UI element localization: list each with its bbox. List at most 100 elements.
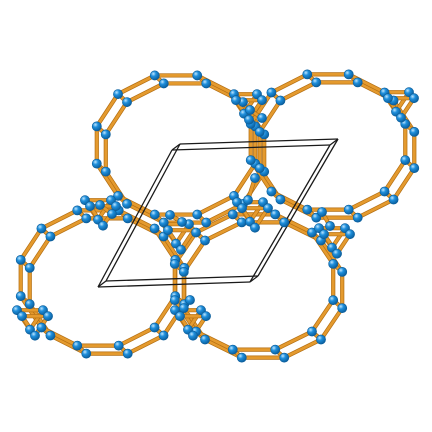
atom	[254, 163, 265, 174]
cell-edge-back	[105, 143, 181, 282]
cell-edge-depth	[97, 280, 107, 288]
atom	[270, 209, 281, 220]
atom	[302, 204, 313, 215]
atom	[191, 227, 201, 238]
atom	[266, 186, 277, 197]
atom	[165, 210, 175, 220]
atom	[379, 186, 390, 197]
atom	[201, 78, 212, 89]
atom	[250, 222, 260, 233]
bond-highlight	[249, 91, 273, 126]
atom	[328, 295, 339, 306]
atom	[227, 209, 238, 220]
atom	[266, 87, 277, 98]
atom	[81, 348, 92, 359]
atom	[200, 334, 210, 345]
atom	[275, 194, 286, 205]
atom	[227, 344, 238, 355]
atom	[169, 295, 180, 306]
bond-highlight	[195, 74, 236, 96]
atom	[257, 95, 267, 106]
atom	[328, 258, 339, 269]
bond-highlight	[319, 306, 344, 341]
atom	[270, 344, 281, 355]
atom	[409, 126, 420, 137]
bond-highlight	[347, 190, 386, 212]
atom	[236, 352, 247, 363]
cell-edge-depth	[171, 143, 181, 151]
bond-highlight	[40, 208, 79, 230]
bond-highlight	[125, 82, 166, 104]
atom	[343, 69, 354, 80]
bond-highlight	[383, 158, 407, 193]
atom	[17, 311, 27, 322]
atom	[192, 70, 203, 81]
atom	[337, 303, 348, 314]
atom	[113, 191, 123, 201]
bond-highlight	[194, 212, 235, 234]
bond-highlight	[258, 99, 282, 134]
atom	[201, 217, 212, 228]
atom	[307, 227, 317, 238]
atom	[319, 229, 329, 240]
bond-highlight	[49, 216, 88, 238]
cell-edge-depth	[249, 275, 259, 283]
bond-highlight	[310, 298, 335, 333]
bond-highlight	[116, 194, 157, 216]
bond-highlight	[310, 231, 335, 266]
bond-highlight	[279, 80, 318, 102]
atom	[149, 209, 160, 220]
atom	[352, 212, 363, 223]
atom	[192, 209, 203, 220]
bond-highlight	[273, 212, 314, 234]
atom	[81, 213, 92, 224]
bond-highlight	[203, 220, 244, 242]
bond-highlight	[270, 190, 309, 212]
atom	[98, 220, 108, 231]
atom	[257, 113, 267, 123]
atom	[149, 322, 160, 333]
atom	[91, 158, 102, 169]
atom	[279, 217, 290, 228]
atom	[279, 352, 290, 363]
bond-highlight	[273, 330, 314, 352]
cell-edge-depth	[329, 138, 339, 146]
bond-highlight	[194, 330, 235, 352]
atom	[36, 322, 47, 333]
bond-highlight	[117, 326, 156, 348]
atom	[36, 223, 47, 234]
atom	[396, 112, 406, 123]
atom	[388, 194, 399, 205]
atom	[100, 129, 111, 140]
atom	[185, 295, 195, 305]
atom	[113, 89, 123, 99]
atom	[343, 204, 354, 215]
cell-edge-front	[97, 281, 251, 288]
atom	[178, 266, 189, 277]
atom	[72, 205, 83, 216]
atom	[307, 326, 317, 337]
cell-edge-back	[257, 138, 339, 277]
atom	[236, 217, 247, 228]
atom	[15, 291, 26, 302]
atom	[231, 95, 241, 106]
bond-highlight	[28, 235, 52, 270]
atom	[400, 155, 411, 166]
cell-edge-back	[179, 138, 339, 145]
atom	[175, 311, 185, 322]
atom	[409, 163, 420, 174]
bond-highlight	[195, 194, 236, 216]
atom	[352, 77, 363, 88]
atom	[383, 93, 393, 104]
bond-highlight	[95, 92, 120, 128]
atom	[201, 311, 211, 322]
atom	[111, 201, 121, 212]
atom	[177, 217, 187, 227]
atom	[243, 195, 253, 205]
bond-highlight	[104, 100, 129, 136]
atom	[275, 95, 286, 106]
atom	[85, 201, 95, 212]
atom	[302, 69, 313, 80]
cell-edge-front	[171, 144, 331, 151]
atom	[316, 334, 326, 345]
